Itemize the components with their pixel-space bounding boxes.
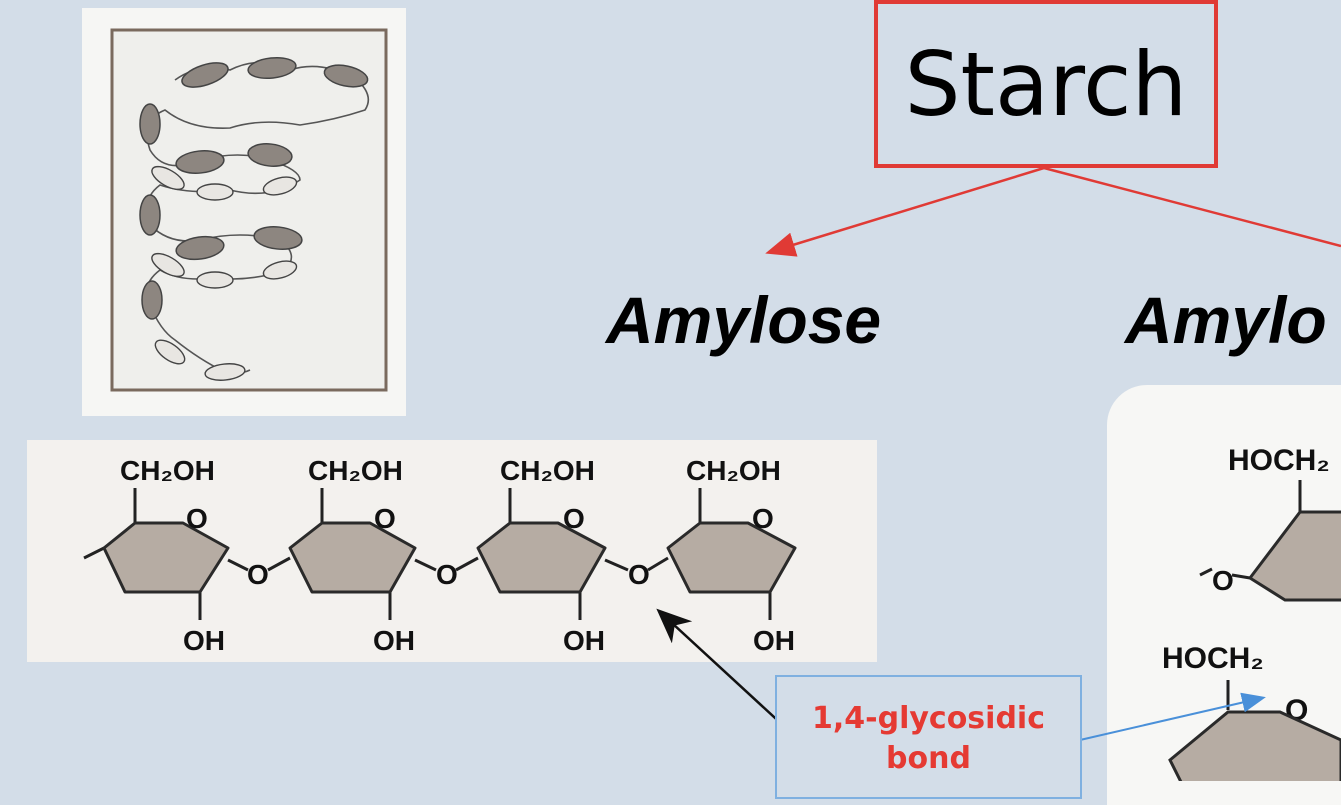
hydroxyl-label: OH	[753, 625, 795, 656]
glycosidic-bond-callout: 1,4-glycosidic bond	[775, 675, 1082, 799]
hydroxyl-label: OH	[563, 625, 605, 656]
glycosidic-oxygen-label: O	[247, 559, 269, 590]
glucose-ring	[476, 521, 607, 594]
glucose-ring	[102, 521, 230, 594]
diagram-canvas: CH₂OH CH₂OH CH₂OH CH₂OH O O O O O O O OH…	[83, 28, 1341, 781]
glycosidic-oxygen-label: O	[436, 559, 458, 590]
glycosidic-oxygen-label: O	[628, 559, 650, 590]
hoch2-label: HOCH₂	[1162, 642, 1264, 675]
ch2oh-label: CH₂OH	[120, 455, 215, 486]
amylose-helix-illustration	[110, 28, 388, 392]
arrow-to-amylopectin	[1043, 166, 1341, 248]
ring-oxygen-label: O	[374, 503, 396, 534]
amylopectin-heading: Amylo	[1125, 283, 1327, 357]
arrow-to-amylose	[765, 166, 1045, 257]
amylopectin-fragment: HOCH₂ O HOCH₂ O	[1162, 444, 1341, 781]
amylose-chain: CH₂OH CH₂OH CH₂OH CH₂OH O O O O O O O OH…	[83, 455, 797, 656]
page-title: Starch	[904, 32, 1188, 136]
ch2oh-label: CH₂OH	[686, 455, 781, 486]
hydroxyl-label: OH	[183, 625, 225, 656]
glucose-ring	[666, 521, 797, 594]
glycosidic-oxygen-label: O	[1212, 565, 1234, 596]
glucose-ring	[288, 521, 417, 594]
hydroxyl-label: OH	[373, 625, 415, 656]
bond-pointer-arrow-blue	[1079, 692, 1266, 741]
amylose-heading: Amylose	[606, 283, 882, 357]
ring-oxygen-label: O	[752, 503, 774, 534]
starch-title-box: Starch	[874, 0, 1218, 168]
glycosidic-bond-label: 1,4-glycosidic bond	[812, 701, 1045, 776]
ring-oxygen-label: O	[186, 503, 208, 534]
ch2oh-label: CH₂OH	[308, 455, 403, 486]
hoch2-label: HOCH₂	[1228, 444, 1330, 477]
ring-oxygen-label: O	[563, 503, 585, 534]
ch2oh-label: CH₂OH	[500, 455, 595, 486]
